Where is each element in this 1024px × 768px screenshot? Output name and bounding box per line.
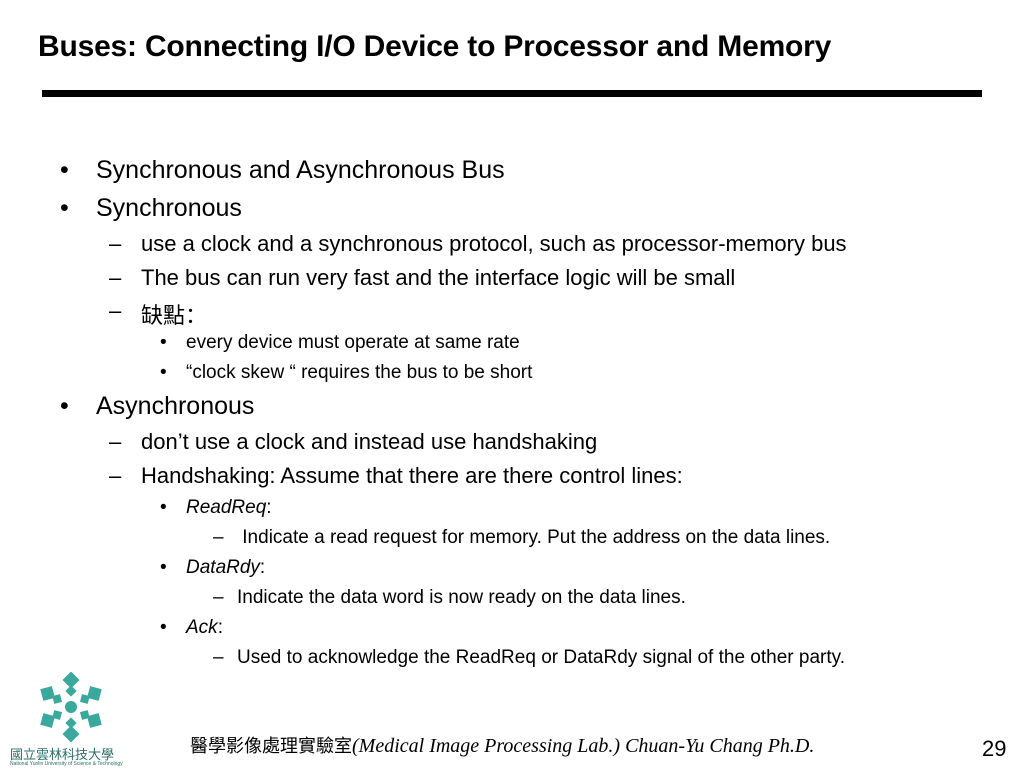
dash-marker: – — [213, 587, 224, 608]
lab-name-chinese: 醫學影像處理實驗室 — [190, 736, 352, 757]
signal-term: Ack — [186, 617, 218, 638]
bullet-text: The bus can run very fast and the interf… — [141, 265, 736, 290]
bullet-text: Handshaking: Assume that there are there… — [141, 463, 683, 488]
bullet-marker: • — [160, 617, 167, 638]
bullet-item: • Synchronous — [60, 194, 242, 223]
bullet-text: Used to acknowledge the ReadReq or DataR… — [237, 647, 845, 668]
signal-term: DataRdy — [186, 557, 260, 578]
dash-marker: – — [109, 231, 122, 256]
title-divider — [42, 90, 982, 97]
bullet-text: Synchronous — [96, 194, 242, 222]
dash-marker: – — [213, 527, 224, 548]
bullet-text: : — [266, 497, 272, 518]
bullet-text: “clock skew “ requires the bus to be sho… — [186, 362, 533, 383]
bullet-marker: • — [160, 557, 167, 578]
sub-sub-bullet-item: • every device must operate at same rate — [160, 332, 520, 354]
bullet-marker: • — [60, 392, 69, 420]
footer-credit: 醫學影像處理實驗室(Medical Image Processing Lab.)… — [190, 732, 814, 758]
page-number: 29 — [982, 736, 1007, 761]
detail-item: – Indicate the data word is now ready on… — [213, 587, 686, 609]
bullet-text: 缺點： — [141, 304, 208, 329]
dash-marker: – — [109, 463, 122, 488]
bullet-marker: • — [60, 194, 69, 222]
dash-marker: – — [213, 647, 224, 668]
sub-sub-bullet-item: • DataRdy: — [160, 557, 266, 579]
university-name-english: National Yunlin University of Science & … — [10, 761, 123, 767]
university-name: 國立雲林科技大學 — [10, 748, 115, 763]
bullet-text: Indicate the data word is now ready on t… — [237, 587, 686, 608]
bullet-marker: • — [160, 332, 167, 353]
bullet-text: Indicate a read request for memory. Put … — [237, 527, 831, 548]
bullet-marker: • — [160, 362, 167, 383]
lab-name-english: (Medical Image Processing Lab.) Chuan-Yu… — [352, 735, 815, 757]
sub-bullet-item: – use a clock and a synchronous protocol… — [109, 231, 847, 257]
sub-bullet-item: – The bus can run very fast and the inte… — [109, 265, 736, 291]
bullet-item: • Asynchronous — [60, 392, 255, 421]
dash-marker: – — [109, 429, 122, 454]
sub-bullet-item: – don’t use a clock and instead use hand… — [109, 429, 598, 455]
logo-emblem — [40, 672, 102, 742]
bullet-text: don’t use a clock and instead use handsh… — [141, 429, 598, 454]
bullet-marker: • — [160, 497, 167, 518]
university-logo-icon — [40, 672, 102, 742]
sub-bullet-item: – 缺點： — [109, 298, 208, 330]
sub-sub-bullet-item: • “clock skew “ requires the bus to be s… — [160, 362, 533, 384]
sub-sub-bullet-item: • Ack: — [160, 617, 223, 639]
bullet-text: : — [217, 617, 223, 638]
bullet-text: : — [259, 557, 266, 578]
detail-item: – Indicate a read request for memory. Pu… — [213, 527, 831, 549]
slide-title: Buses: Connecting I/O Device to Processo… — [38, 30, 832, 63]
bullet-text: use a clock and a synchronous protocol, … — [141, 231, 847, 256]
dash-marker: – — [109, 265, 122, 290]
dash-marker: – — [109, 298, 122, 323]
bullet-text: Asynchronous — [96, 392, 255, 420]
bullet-item: • Synchronous and Asynchronous Bus — [60, 156, 505, 185]
sub-sub-bullet-item: • ReadReq: — [160, 497, 272, 519]
signal-term: ReadReq — [186, 497, 267, 518]
bullet-marker: • — [60, 156, 69, 184]
bullet-text: every device must operate at same rate — [186, 332, 520, 353]
bullet-text: Synchronous and Asynchronous Bus — [96, 156, 505, 184]
sub-bullet-item: – Handshaking: Assume that there are the… — [109, 463, 683, 489]
detail-item: – Used to acknowledge the ReadReq or Dat… — [213, 647, 845, 669]
